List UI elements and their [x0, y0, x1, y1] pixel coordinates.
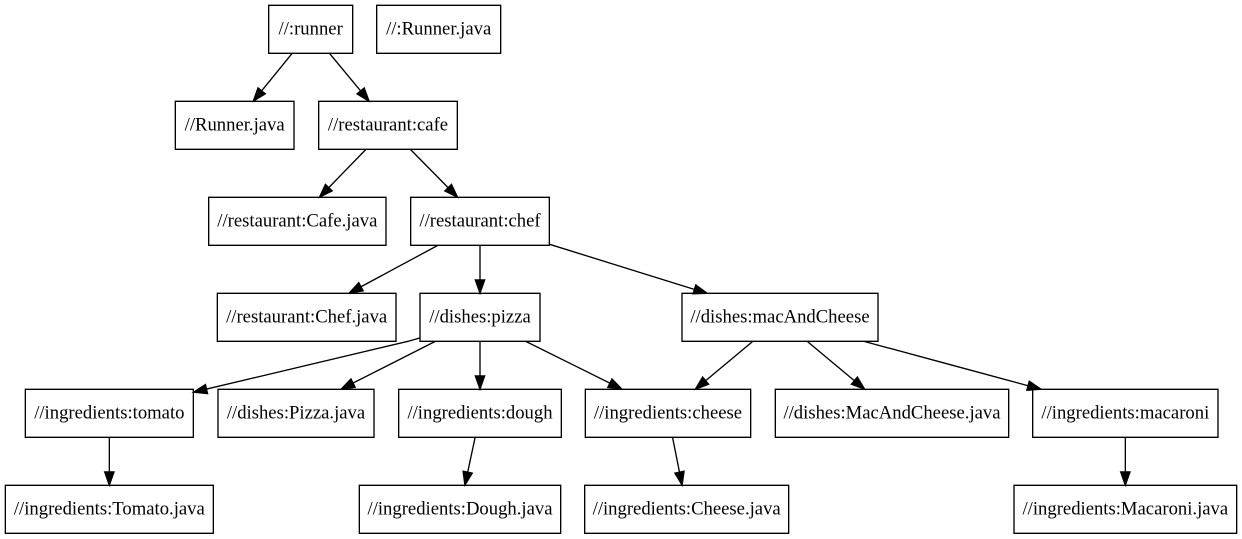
svg-text://ingredients:Dough.java: //ingredients:Dough.java: [368, 498, 554, 519]
svg-text://restaurant:chef: //restaurant:chef: [419, 210, 541, 231]
svg-text://dishes:Pizza.java: //dishes:Pizza.java: [227, 402, 366, 423]
svg-text://ingredients:tomato: //ingredients:tomato: [34, 402, 184, 423]
svg-text://restaurant:Cafe.java: //restaurant:Cafe.java: [217, 210, 378, 231]
svg-text://ingredients:dough: //ingredients:dough: [407, 402, 553, 423]
svg-text://ingredients:Tomato.java: //ingredients:Tomato.java: [14, 498, 206, 519]
svg-text://Runner.java: //Runner.java: [185, 114, 286, 135]
svg-text://ingredients:Macaroni.java: //ingredients:Macaroni.java: [1022, 498, 1228, 519]
svg-text://restaurant:Chef.java: //restaurant:Chef.java: [226, 306, 388, 327]
svg-text://ingredients:macaroni: //ingredients:macaroni: [1041, 402, 1209, 423]
svg-text://restaurant:cafe: //restaurant:cafe: [328, 114, 448, 135]
svg-text://dishes:MacAndCheese.java: //dishes:MacAndCheese.java: [783, 402, 1001, 423]
svg-text://:Runner.java: //:Runner.java: [386, 18, 492, 39]
svg-text://ingredients:cheese: //ingredients:cheese: [594, 402, 742, 423]
svg-text://dishes:macAndCheese: //dishes:macAndCheese: [690, 306, 869, 327]
svg-text://dishes:pizza: //dishes:pizza: [429, 306, 531, 327]
svg-text://:runner: //:runner: [279, 18, 344, 39]
svg-text://ingredients:Cheese.java: //ingredients:Cheese.java: [593, 498, 782, 519]
